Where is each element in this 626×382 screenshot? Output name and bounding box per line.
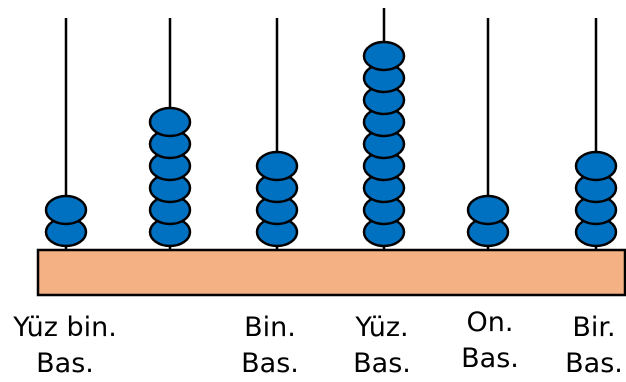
label-bin-basamak: Bin. Bas. <box>230 310 310 382</box>
label-line-1: Yüz bin. <box>13 312 117 343</box>
label-line-2: Bas. <box>241 348 299 379</box>
label-line-2: Bas. <box>353 348 411 379</box>
label-line-1: Bin. <box>244 312 296 343</box>
label-line-1: Yüz. <box>355 312 409 343</box>
abacus-bead <box>148 106 192 138</box>
label-yuz-bin-basamak: Yüz bin. Bas. <box>0 310 130 382</box>
label-line-2: Bas. <box>461 343 519 374</box>
abacus-base <box>36 248 626 297</box>
abacus-bead <box>362 40 406 72</box>
abacus-bead <box>574 150 618 182</box>
label-line-2: Bas. <box>565 348 623 379</box>
label-line-1: On. <box>466 307 514 338</box>
abacus-beads <box>44 40 618 248</box>
label-yuz-basamak: Yüz. Bas. <box>342 310 422 382</box>
label-on-basamak: On. Bas. <box>450 305 530 377</box>
label-line-1: Bir. <box>572 312 616 343</box>
label-bir-basamak: Bir. Bas. <box>556 310 626 382</box>
label-line-2: Bas. <box>36 348 94 379</box>
abacus-bead <box>44 194 88 226</box>
abacus-bead <box>255 150 299 182</box>
abacus-rods <box>64 8 598 250</box>
abacus-bead <box>466 194 510 226</box>
